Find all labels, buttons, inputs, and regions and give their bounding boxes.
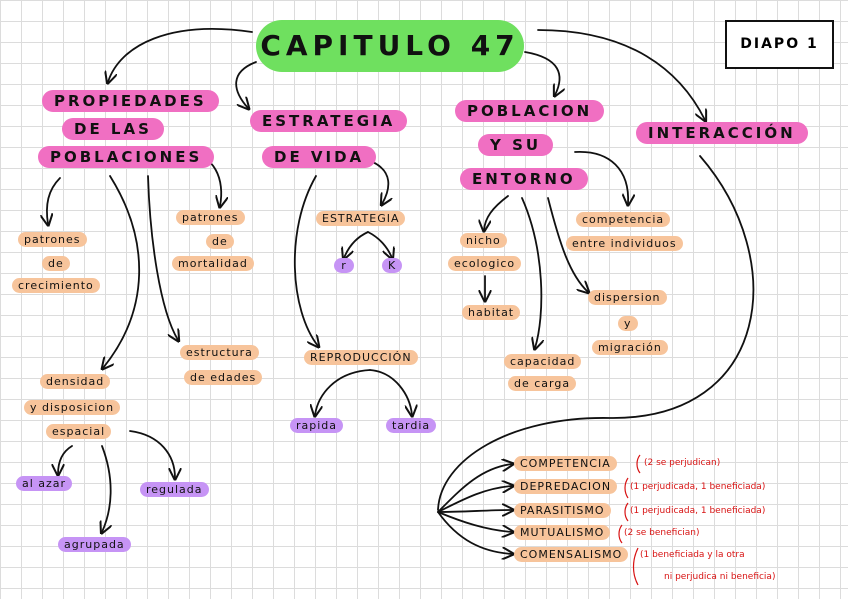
interaccion-competencia: COMPETENCIA xyxy=(514,456,617,471)
competencia-ind-1: competencia xyxy=(576,212,671,227)
note-parasitismo: (1 perjudicada, 1 beneficiada) xyxy=(630,506,766,516)
arrow-to-reproduccion xyxy=(293,175,318,346)
patrones-mortalidad-2: de xyxy=(206,234,234,249)
patrones-crecimiento-1: patrones xyxy=(18,232,87,247)
arrow-to-patrones-crecimiento xyxy=(47,177,61,224)
branch-propiedades-1: PROPIEDADES xyxy=(42,90,219,112)
note-comensalismo-1: (1 beneficiada y la otra xyxy=(640,550,745,560)
estructura-edades-2: de edades xyxy=(184,370,263,385)
nicho-2: ecologico xyxy=(448,256,522,271)
bracket-mutualismo xyxy=(618,524,623,544)
patrones-crecimiento-3: crecimiento xyxy=(12,278,100,293)
arrow-title-estrategia xyxy=(235,61,257,108)
arrow-to-rapida xyxy=(315,369,371,415)
arrow-to-r xyxy=(344,231,369,258)
branch-poblacion-2: Y SU xyxy=(478,134,554,156)
bracket-depredacion xyxy=(624,477,629,499)
arrow-to-competencia xyxy=(437,464,512,513)
interaccion-depredacion: DEPREDACION xyxy=(514,479,618,494)
interaccion-mutualismo: MUTUALISMO xyxy=(514,525,611,540)
arrow-to-al-azar xyxy=(58,445,73,474)
estrategia-label: ESTRATEGIA xyxy=(316,211,406,226)
dispersion-2: y xyxy=(618,316,638,331)
densidad-3: espacial xyxy=(46,424,112,439)
reproduccion-tardia: tardia xyxy=(386,418,437,433)
note-depredacion: (1 perjudicada, 1 beneficiada) xyxy=(630,482,766,492)
arrow-to-comensalismo xyxy=(437,511,512,554)
arrow-to-mutualismo xyxy=(437,511,512,532)
reproduccion-label: REPRODUCCIÓN xyxy=(304,350,418,365)
bracket-parasitismo xyxy=(624,502,629,522)
habitat-label: habitat xyxy=(462,305,521,320)
reproduccion-rapida: rapida xyxy=(290,418,344,433)
dispersion-1: dispersion xyxy=(588,290,667,305)
estructura-edades-1: estructura xyxy=(180,345,259,360)
branch-interaccion: INTERACCIÓN xyxy=(636,122,808,144)
arrow-to-densidad xyxy=(103,175,141,368)
arrow-interaccion-curve xyxy=(437,155,755,511)
branch-estrategia-1: ESTRATEGIA xyxy=(250,110,408,132)
arrow-to-estructura xyxy=(147,175,178,340)
bracket-comensalismo xyxy=(632,547,639,586)
bracket-competencia xyxy=(636,454,641,474)
patrones-crecimiento-2: de xyxy=(42,256,70,271)
nicho-1: nicho xyxy=(460,233,507,248)
arrow-title-interaccion xyxy=(537,29,705,120)
estrategia-k: K xyxy=(382,258,402,273)
branch-propiedades-2: DE LAS xyxy=(62,118,164,140)
arrow-to-estrategia-rk xyxy=(367,159,388,204)
note-competencia: (2 se perjudican) xyxy=(644,458,721,468)
title-capitulo: CAPITULO 47 xyxy=(256,20,524,72)
interaccion-comensalismo: COMENSALISMO xyxy=(514,547,629,562)
arrow-to-competencia-ind xyxy=(574,151,628,204)
arrow-to-k xyxy=(367,231,392,258)
branch-poblacion-3: ENTORNO xyxy=(460,168,588,190)
arrow-title-propiedades xyxy=(108,28,253,82)
densidad-2: y disposicion xyxy=(24,400,121,415)
arrow-to-parasitismo xyxy=(437,510,512,512)
disposicion-agrupada: agrupada xyxy=(58,537,131,552)
slide-label-box: DIAPO 1 xyxy=(725,20,834,69)
disposicion-al-azar: al azar xyxy=(16,476,73,491)
arrow-to-tardia xyxy=(369,369,412,415)
disposicion-regulada: regulada xyxy=(140,482,209,497)
branch-propiedades-3: POBLACIONES xyxy=(38,146,215,168)
title-text: CAPITULO 47 xyxy=(260,29,520,62)
arrow-to-agrupada xyxy=(102,445,111,532)
competencia-ind-2: entre individuos xyxy=(566,236,683,251)
arrow-to-capacidad xyxy=(521,197,541,348)
arrow-to-nicho xyxy=(484,195,509,230)
note-comensalismo-2: ni perjudica ni beneficia) xyxy=(664,572,776,582)
capacidad-2: de carga xyxy=(508,376,577,391)
patrones-mortalidad-3: mortalidad xyxy=(172,256,254,271)
dispersion-3: migración xyxy=(592,340,668,355)
arrow-to-dispersion xyxy=(547,197,588,292)
arrow-title-poblacion xyxy=(524,51,560,95)
branch-estrategia-2: DE VIDA xyxy=(262,146,377,168)
arrow-to-regulada xyxy=(129,430,175,478)
interaccion-parasitismo: PARASITISMO xyxy=(514,503,611,518)
capacidad-1: capacidad xyxy=(504,354,582,369)
densidad-1: densidad xyxy=(40,374,111,389)
arrow-to-depredacion xyxy=(437,486,512,513)
estrategia-r: r xyxy=(334,258,354,273)
slide-label: DIAPO 1 xyxy=(740,36,819,52)
branch-poblacion-1: POBLACION xyxy=(455,100,605,122)
patrones-mortalidad-1: patrones xyxy=(176,210,245,225)
note-mutualismo: (2 se benefician) xyxy=(624,528,700,538)
